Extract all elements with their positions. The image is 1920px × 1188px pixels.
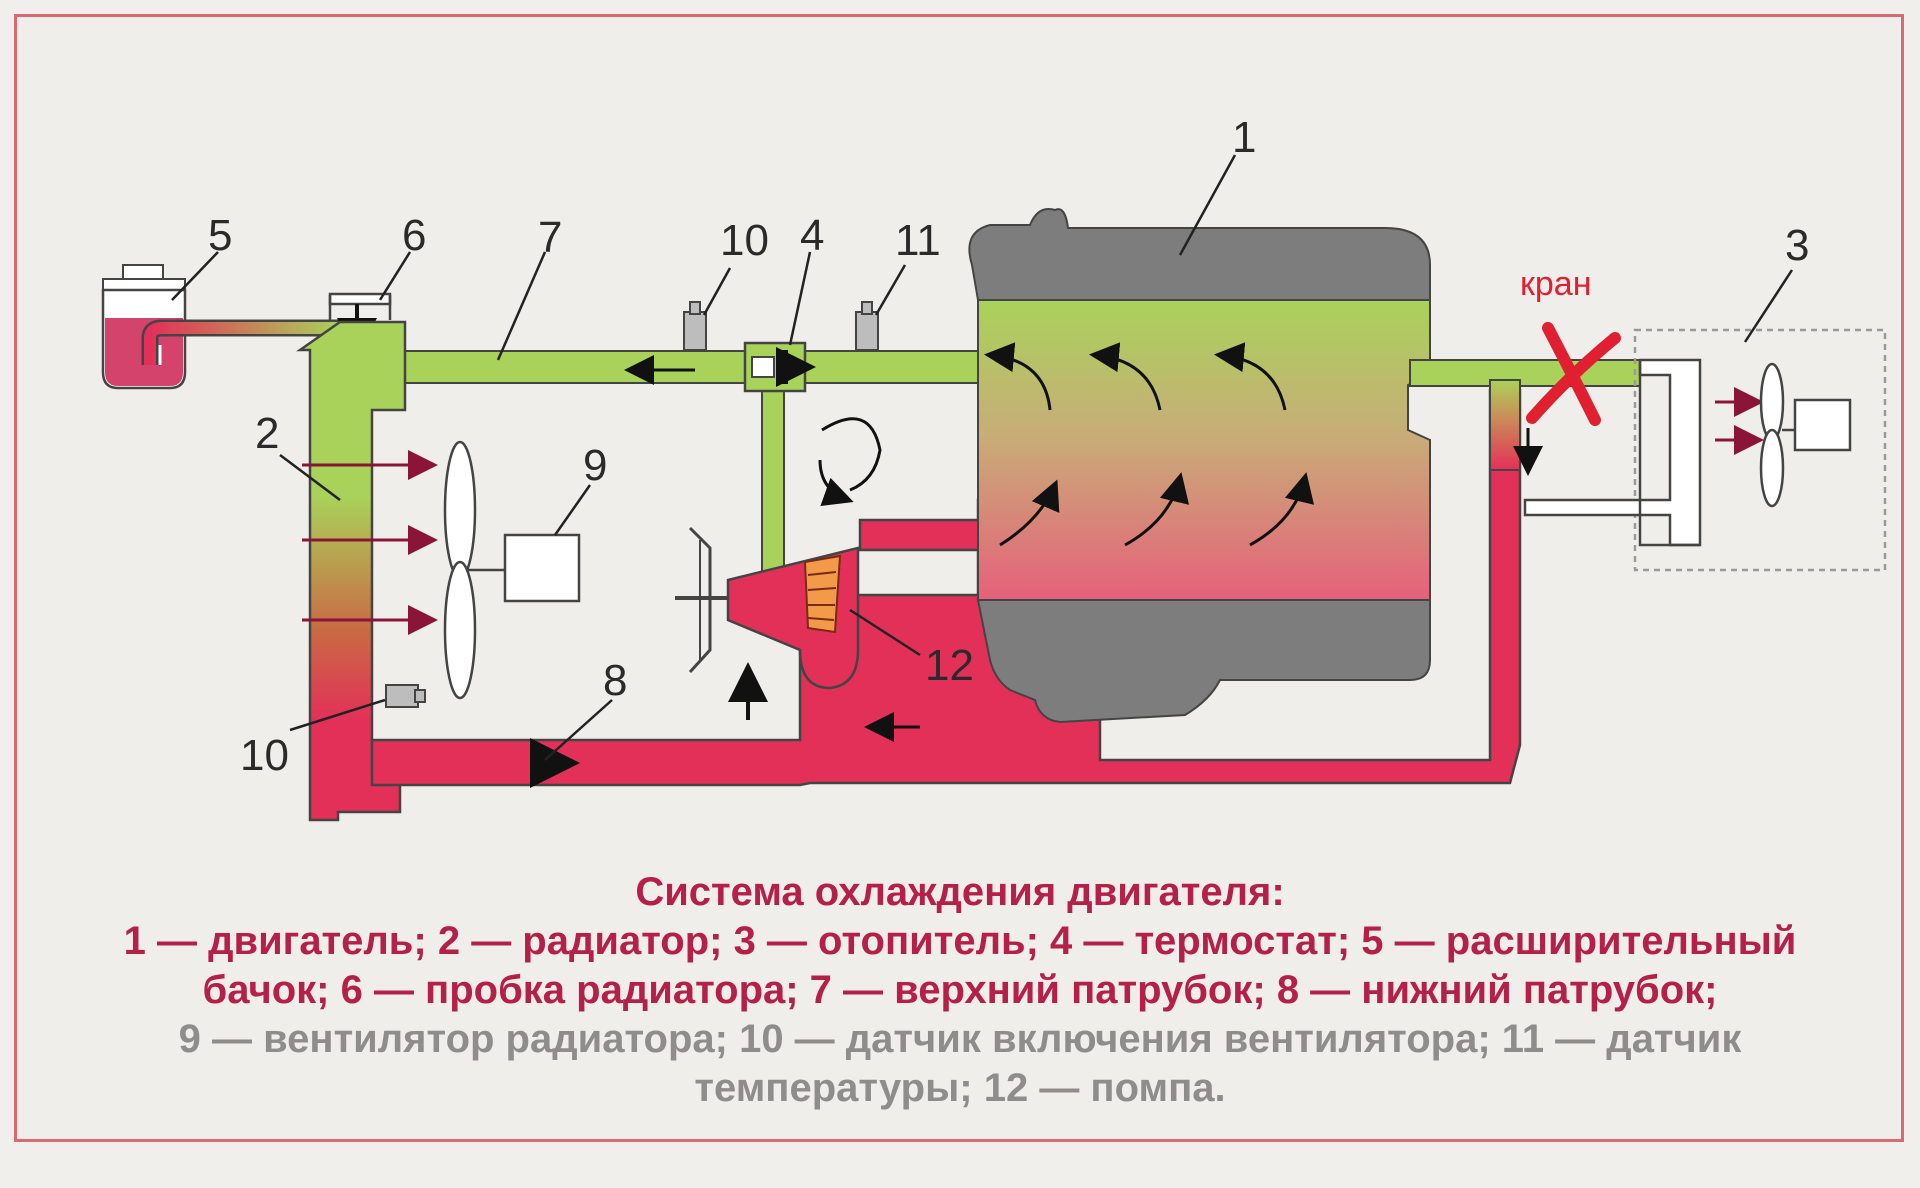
label-7: 7 — [538, 213, 562, 262]
caption: Система охлаждения двигателя: 1 — двигат… — [20, 868, 1900, 1113]
label-9: 9 — [583, 441, 607, 490]
caption-title: Система охлаждения двигателя: — [635, 870, 1285, 914]
caption-line-2: бачок; 6 — пробка радиатора; 7 — верхний… — [202, 968, 1718, 1012]
caption-line-1: 1 — двигатель; 2 — радиатор; 3 — отопите… — [123, 919, 1797, 963]
label-6: 6 — [402, 211, 426, 260]
label-10-top: 10 — [720, 216, 769, 265]
label-11: 11 — [895, 216, 941, 265]
label-3: 3 — [1785, 221, 1809, 270]
label-1: 1 — [1232, 113, 1256, 162]
radiator-airflow — [302, 450, 438, 635]
caption-line-3: 9 — вентилятор радиатора; 10 — датчик вк… — [178, 1017, 1742, 1061]
label-4: 4 — [800, 211, 824, 260]
heater-unit — [1523, 328, 1887, 572]
radiator-fan — [443, 440, 581, 700]
engine-block — [968, 208, 1431, 724]
label-8: 8 — [603, 656, 627, 705]
water-pump — [675, 526, 860, 690]
engine-flow-arrows — [984, 342, 1315, 547]
part-number-labels: 1 2 3 4 5 6 7 8 9 10 10 11 12 — [208, 113, 1809, 780]
label-12: 12 — [925, 641, 974, 690]
fan-switch-sensor — [385, 684, 426, 708]
label-2: 2 — [255, 409, 279, 458]
thermostat — [743, 341, 816, 393]
temp-sensor-top — [683, 301, 879, 351]
caption-line-4: температуры; 12 — помпа. — [694, 1066, 1226, 1110]
tap-label: кран — [1520, 265, 1591, 303]
label-5: 5 — [208, 211, 232, 260]
leader-lines — [171, 154, 1794, 761]
label-10-bottom: 10 — [240, 731, 289, 780]
tap-cross-mark — [1526, 322, 1621, 426]
